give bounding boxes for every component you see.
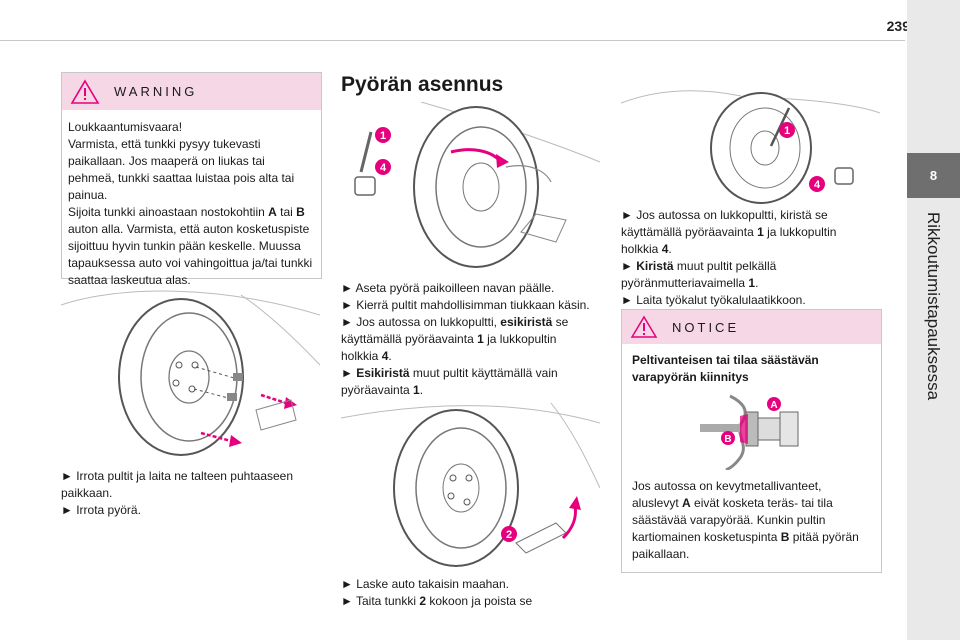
step-text: ► Taita tunkki 2 kokoon ja poista se <box>341 594 533 608</box>
warning-triangle-icon <box>70 78 100 104</box>
step-text: ► Jos autossa on lukkopultti, esikiristä… <box>341 315 569 329</box>
warning-text: Loukkaantumisvaara! Varmista, että tunkk… <box>62 110 321 289</box>
step-text: ► Kierrä pultit mahdollisimman tiukkaan … <box>341 298 590 312</box>
warning-line: tapauksessa auto voi vahingoittua ja/tai… <box>68 256 313 270</box>
warning-line: Sijoita tunkki ainoastaan nostokohtiin A… <box>68 205 305 219</box>
step-text: holkkia 4. <box>621 242 672 256</box>
label-four: 4 <box>380 162 387 174</box>
label-a: A <box>770 400 777 411</box>
right-steps: ► Jos autossa on lukkopultti, kiristä se… <box>621 207 883 309</box>
page-number: 239 <box>886 18 910 34</box>
warning-line: paikallaan. Jos maaperä on liukas tai <box>68 154 265 168</box>
step-text: ► Esikiristä muut pultit käyttämällä vai… <box>341 366 558 380</box>
step-text: ► Irrota pultit ja laita ne talteen puht… <box>61 469 294 483</box>
chapter-title: Rikkoutumistapauksessa <box>924 212 943 401</box>
step-text: ► Laita työkalut työkalulaatikkoon. <box>621 293 806 307</box>
section-title: Pyörän asennus <box>341 73 504 96</box>
step-text: paikkaan. <box>61 486 113 500</box>
notice-line: kartiomainen kosketuspinta B pitää pyörä… <box>632 530 859 544</box>
mid-steps: ► Aseta pyörä paikoilleen navan päälle. … <box>341 280 603 399</box>
warning-line: saattaa laskeutua alas. <box>68 273 191 287</box>
notice-heading-line: Peltivanteisen tai tilaa säästävän <box>632 353 819 367</box>
notice-box: NOTICE Peltivanteisen tai tilaa säästävä… <box>621 309 882 573</box>
notice-line: aluslevyt A eivät kosketa teräs- tai til… <box>632 496 833 510</box>
step-text: pyöränmutteriavaimella 1. <box>621 276 759 290</box>
notice-line: Jos autossa on kevytmetallivanteet, <box>632 479 822 493</box>
step-text: ► Irrota pyörä. <box>61 503 141 517</box>
label-two: 2 <box>506 529 512 541</box>
notice-text: Jos autossa on kevytmetallivanteet, alus… <box>622 470 881 563</box>
step-text: holkkia 4. <box>341 349 392 363</box>
step-text: käyttämällä pyöräavainta 1 ja lukkopulti… <box>341 332 557 346</box>
step-text: ► Laske auto takaisin maahan. <box>341 577 509 591</box>
warning-line: pehmeä, tunkki saattaa luistaa pois alta… <box>68 171 295 185</box>
lower-car-illustration: 2 <box>341 398 600 568</box>
step-text: ► Aseta pyörä paikoilleen navan päälle. <box>341 281 555 295</box>
warning-line: Varmista, että tunkki pysyy tukevasti <box>68 137 261 151</box>
notice-triangle-icon <box>630 315 658 338</box>
warning-box: WARNING Loukkaantumisvaara! Varmista, et… <box>61 72 322 287</box>
warning-line: auton alla. Varmista, että auton kosketu… <box>68 222 310 236</box>
tighten-bolts-illustration: 1 4 <box>621 88 880 206</box>
notice-label: NOTICE <box>672 319 740 335</box>
notice-line: paikallaan. <box>632 547 690 561</box>
warning-line: sijoittuu hyvin tunkin pään keskelle. Mu… <box>68 239 301 253</box>
bottom-steps: ► Laske auto takaisin maahan. ► Taita tu… <box>341 576 603 610</box>
chapter-sidebar <box>907 0 960 640</box>
warning-header: WARNING <box>62 73 321 110</box>
notice-heading-line: varapyörän kiinnitys <box>632 370 749 384</box>
label-one: 1 <box>380 130 386 142</box>
label-four: 4 <box>814 179 821 191</box>
left-steps: ► Irrota pultit ja laita ne talteen puht… <box>61 468 321 519</box>
header-divider <box>0 40 905 41</box>
warning-line: Loukkaantumisvaara! <box>68 120 183 134</box>
bolt-washer-illustration: A B <box>700 394 799 470</box>
chapter-tab[interactable]: 8 <box>907 153 960 198</box>
warning-label: WARNING <box>114 84 198 99</box>
step-text: ► Kiristä muut pultit pelkällä <box>621 259 777 273</box>
warning-line: painua. <box>68 188 108 202</box>
remove-wheel-illustration <box>61 285 320 460</box>
notice-header: NOTICE <box>622 310 881 344</box>
step-text: pyöräavainta 1. <box>341 383 424 397</box>
step-text: ► Jos autossa on lukkopultti, kiristä se <box>621 208 828 222</box>
notice-heading: Peltivanteisen tai tilaa säästävän varap… <box>622 344 881 386</box>
step-text: käyttämällä pyöräavainta 1 ja lukkopulti… <box>621 225 837 239</box>
mount-wheel-illustration: 1 4 <box>341 102 600 272</box>
label-one: 1 <box>784 125 790 137</box>
label-b: B <box>724 434 731 445</box>
notice-line: säästävää varapyörää. Kunkin pultin <box>632 513 826 527</box>
